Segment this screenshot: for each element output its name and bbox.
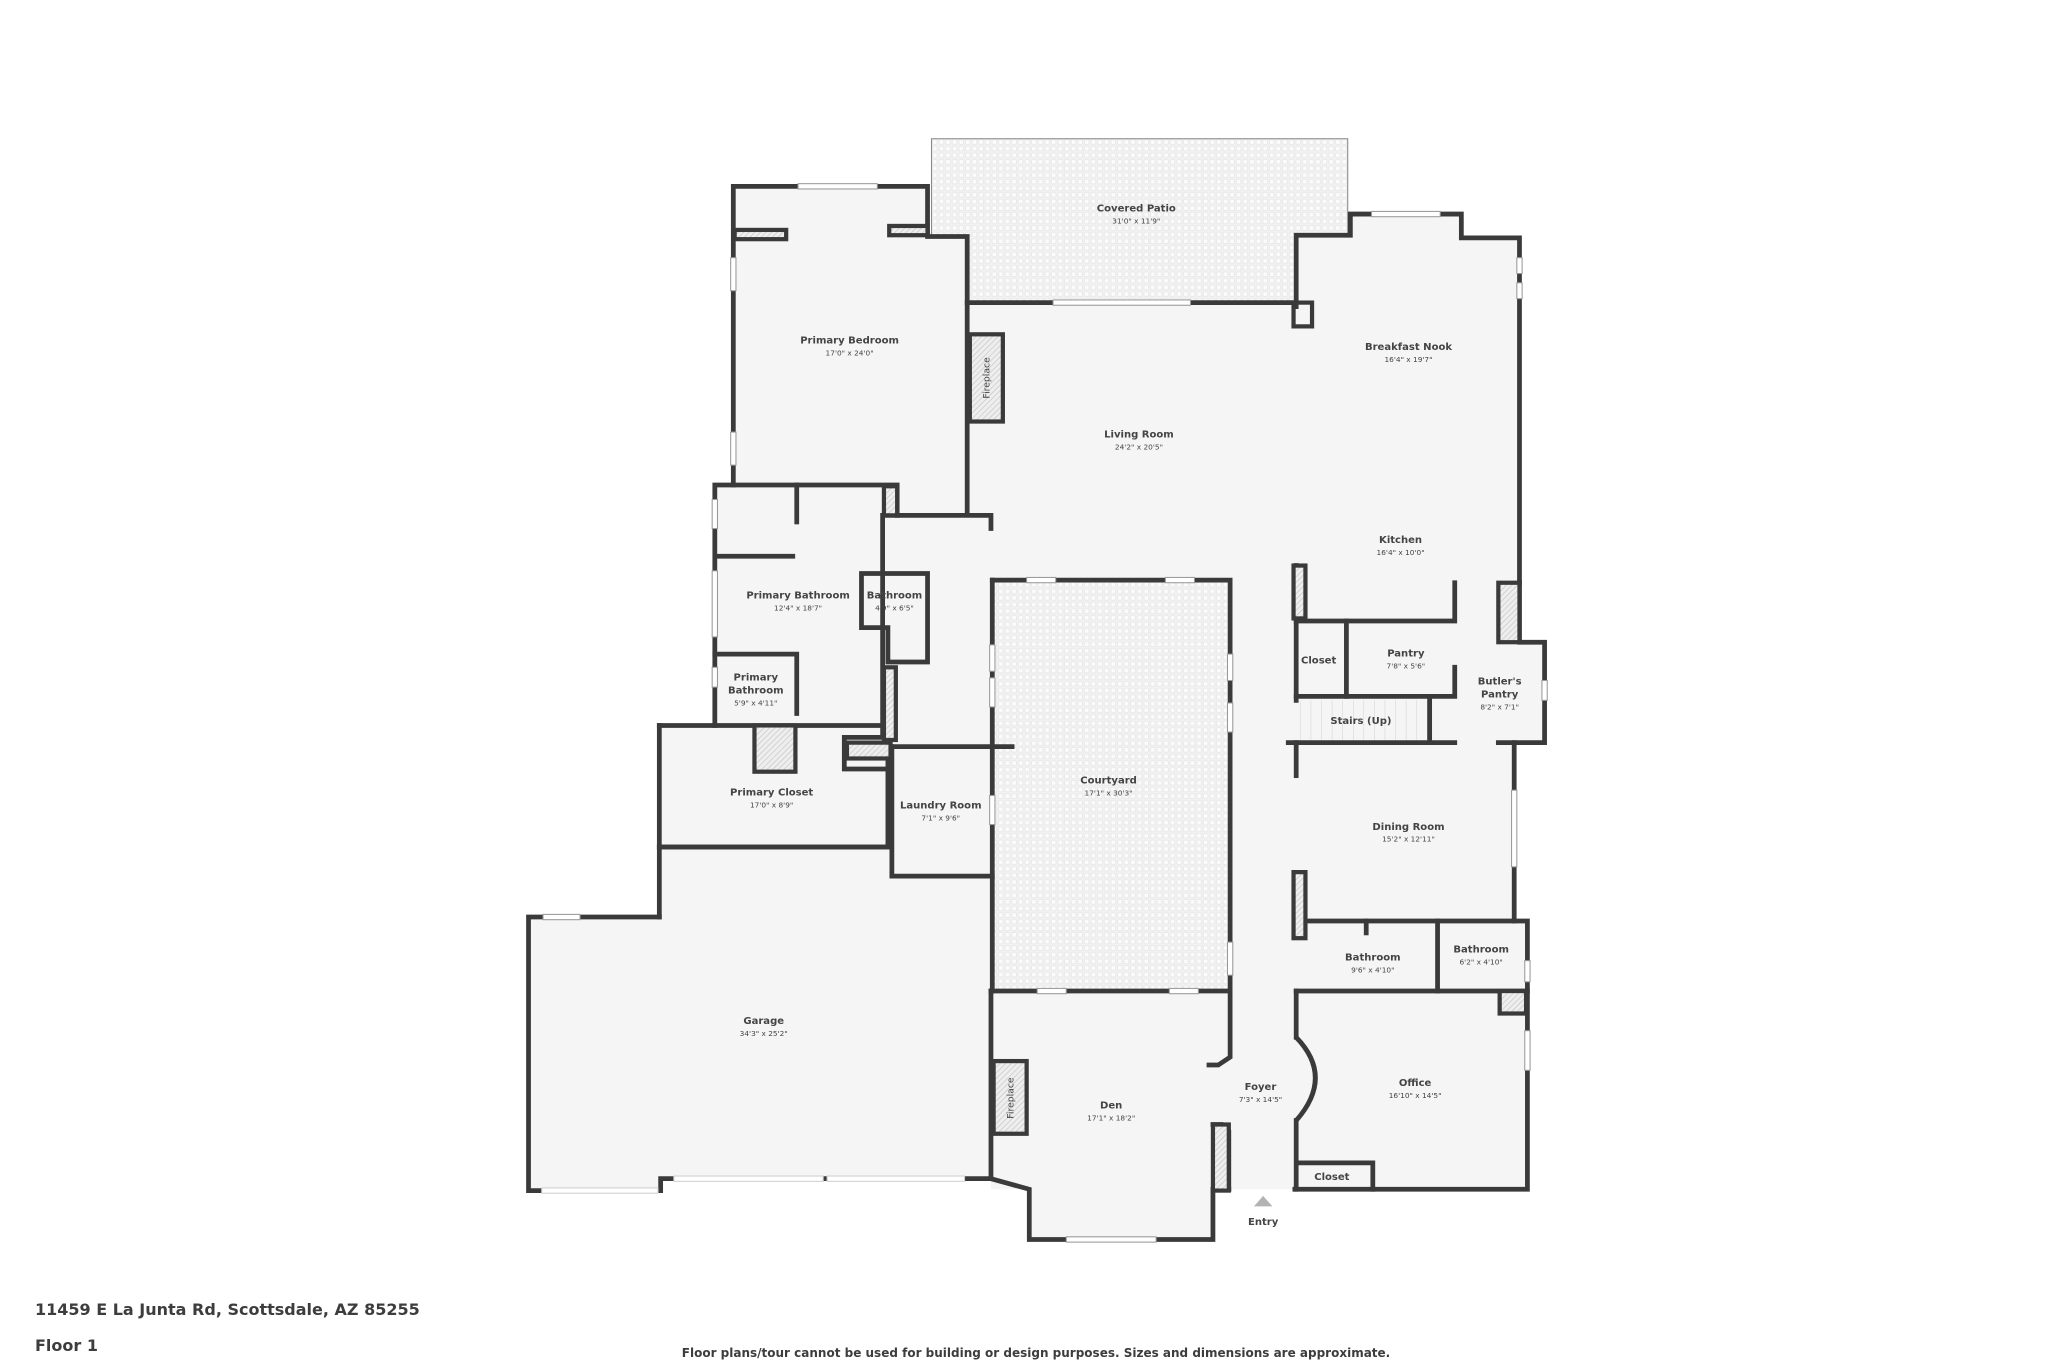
room-butlers-pantry[interactable]: Butler's Pantry 8'2" x 7'1" [1478,676,1522,711]
svg-text:Courtyard: Courtyard [1080,776,1137,787]
svg-text:Living Room: Living Room [1104,429,1174,440]
svg-text:16'4" x 10'0": 16'4" x 10'0" [1377,548,1425,557]
svg-text:16'10" x 14'5": 16'10" x 14'5" [1389,1091,1442,1100]
svg-text:17'0" x 24'0": 17'0" x 24'0" [826,348,874,357]
svg-text:Laundry Room: Laundry Room [900,801,982,812]
svg-text:31'0" x 11'9": 31'0" x 11'9" [1112,216,1160,225]
room-courtyard[interactable]: Courtyard 17'1" x 30'3" [1080,776,1137,798]
room-primary-closet[interactable]: Primary Closet 17'0" x 8'9" [730,787,813,809]
svg-text:4'9" x 6'5": 4'9" x 6'5" [875,603,914,612]
room-bathroom-small[interactable]: Bathroom 4'9" x 6'5" [867,591,923,613]
svg-text:Pantry: Pantry [1481,690,1519,701]
svg-text:Bathroom: Bathroom [1453,945,1509,956]
svg-text:Kitchen: Kitchen [1379,535,1422,546]
svg-text:Closet: Closet [1314,1172,1349,1183]
covered-patio-area[interactable] [930,138,1349,304]
svg-text:Entry: Entry [1248,1217,1279,1228]
svg-text:Office: Office [1399,1078,1432,1089]
fireplace-den-label: Fireplace [1005,1077,1016,1119]
svg-text:Bathroom: Bathroom [1345,953,1401,964]
disclaimer-text: Floor plans/tour cannot be used for buil… [681,1346,1391,1360]
svg-text:Pantry: Pantry [1387,649,1425,660]
svg-text:Bathroom: Bathroom [867,591,923,602]
entry-marker[interactable]: Entry [1248,1195,1279,1228]
svg-text:6'2" x 4'10": 6'2" x 4'10" [1459,958,1502,967]
room-pantry[interactable]: Pantry 7'8" x 5'6" [1387,649,1426,671]
room-covered-patio[interactable]: Covered Patio 31'0" x 11'9" [1097,203,1176,225]
floor-fills [528,138,1545,1240]
svg-text:7'3" x 14'5": 7'3" x 14'5" [1239,1095,1282,1104]
svg-text:17'1" x 18'2": 17'1" x 18'2" [1087,1114,1135,1123]
disclaimer: Floor plans/tour cannot be used for buil… [0,1346,2048,1360]
room-closet-kitchen[interactable]: Closet [1301,655,1336,666]
room-bathroom-hall[interactable]: Bathroom 9'6" x 4'10" [1345,953,1401,975]
svg-text:24'2" x 20'5": 24'2" x 20'5" [1115,442,1163,451]
svg-text:8'2" x 7'1": 8'2" x 7'1" [1480,703,1519,712]
svg-text:Butler's: Butler's [1478,676,1522,687]
room-laundry-room[interactable]: Laundry Room 7'1" x 9'6" [900,801,982,823]
room-dining-room[interactable]: Dining Room 15'2" x 12'11" [1372,822,1444,844]
room-primary-bathroom[interactable]: Primary Bathroom 12'4" x 18'7" [746,591,849,613]
svg-text:17'1" x 30'3": 17'1" x 30'3" [1085,788,1133,797]
room-kitchen[interactable]: Kitchen 16'4" x 10'0" [1377,535,1425,557]
svg-text:17'0" x 8'9": 17'0" x 8'9" [750,800,793,809]
svg-text:Primary Bathroom: Primary Bathroom [746,591,849,602]
svg-text:16'4" x 19'7": 16'4" x 19'7" [1384,355,1432,364]
svg-text:5'9" x 4'11": 5'9" x 4'11" [734,699,777,708]
svg-text:15'2" x 12'11": 15'2" x 12'11" [1382,835,1435,844]
room-closet-office[interactable]: Closet [1314,1172,1349,1183]
windows [541,183,1548,1243]
room-living-room[interactable]: Living Room 24'2" x 20'5" [1104,429,1174,451]
svg-text:7'1" x 9'6": 7'1" x 9'6" [921,814,960,823]
room-primary-bathroom-wc[interactable]: Primary Bathroom 5'9" x 4'11" [728,673,784,708]
fireplace-den [991,1058,1029,1136]
svg-text:Stairs (Up): Stairs (Up) [1330,716,1391,727]
room-garage[interactable]: Garage 34'3" x 25'2" [740,1016,788,1038]
room-foyer[interactable]: Foyer 7'3" x 14'5" [1239,1082,1282,1104]
room-breakfast-nook[interactable]: Breakfast Nook 16'4" x 19'7" [1365,342,1452,364]
svg-text:Garage: Garage [743,1016,784,1027]
fixtures [732,223,1529,1193]
svg-text:34'3" x 25'2": 34'3" x 25'2" [740,1029,788,1038]
room-office[interactable]: Office 16'10" x 14'5" [1389,1078,1442,1100]
room-bathroom-office[interactable]: Bathroom 6'2" x 4'10" [1453,945,1509,967]
room-primary-bedroom[interactable]: Primary Bedroom 17'0" x 24'0" [800,336,899,358]
svg-text:12'4" x 18'7": 12'4" x 18'7" [774,603,822,612]
svg-text:Covered Patio: Covered Patio [1097,203,1176,214]
svg-text:Primary Closet: Primary Closet [730,787,813,798]
svg-text:Closet: Closet [1301,655,1336,666]
fireplace-living-label: Fireplace [982,357,993,399]
fireplace-living [967,332,1005,424]
svg-text:7'8" x 5'6": 7'8" x 5'6" [1387,662,1426,671]
svg-text:Den: Den [1100,1101,1122,1112]
courtyard-area[interactable] [992,580,1231,992]
svg-text:9'6" x 4'10": 9'6" x 4'10" [1351,966,1394,975]
property-address: 11459 E La Junta Rd, Scottsdale, AZ 8525… [35,1300,420,1319]
room-den[interactable]: Den 17'1" x 18'2" [1087,1101,1135,1123]
stairs-label-group: Stairs (Up) [1330,716,1391,727]
stairs[interactable] [1296,700,1430,743]
svg-text:Dining Room: Dining Room [1372,822,1444,833]
entry-arrow-icon [1253,1195,1273,1207]
svg-text:Bathroom: Bathroom [728,686,784,697]
floor-label: Floor 1 [35,1336,98,1355]
svg-text:Breakfast Nook: Breakfast Nook [1365,342,1452,353]
room-labels: Covered Patio 31'0" x 11'9" Primary Bedr… [728,203,1522,1183]
svg-text:Primary Bedroom: Primary Bedroom [800,336,899,347]
svg-text:Foyer: Foyer [1245,1082,1277,1093]
svg-text:Primary: Primary [734,673,779,684]
